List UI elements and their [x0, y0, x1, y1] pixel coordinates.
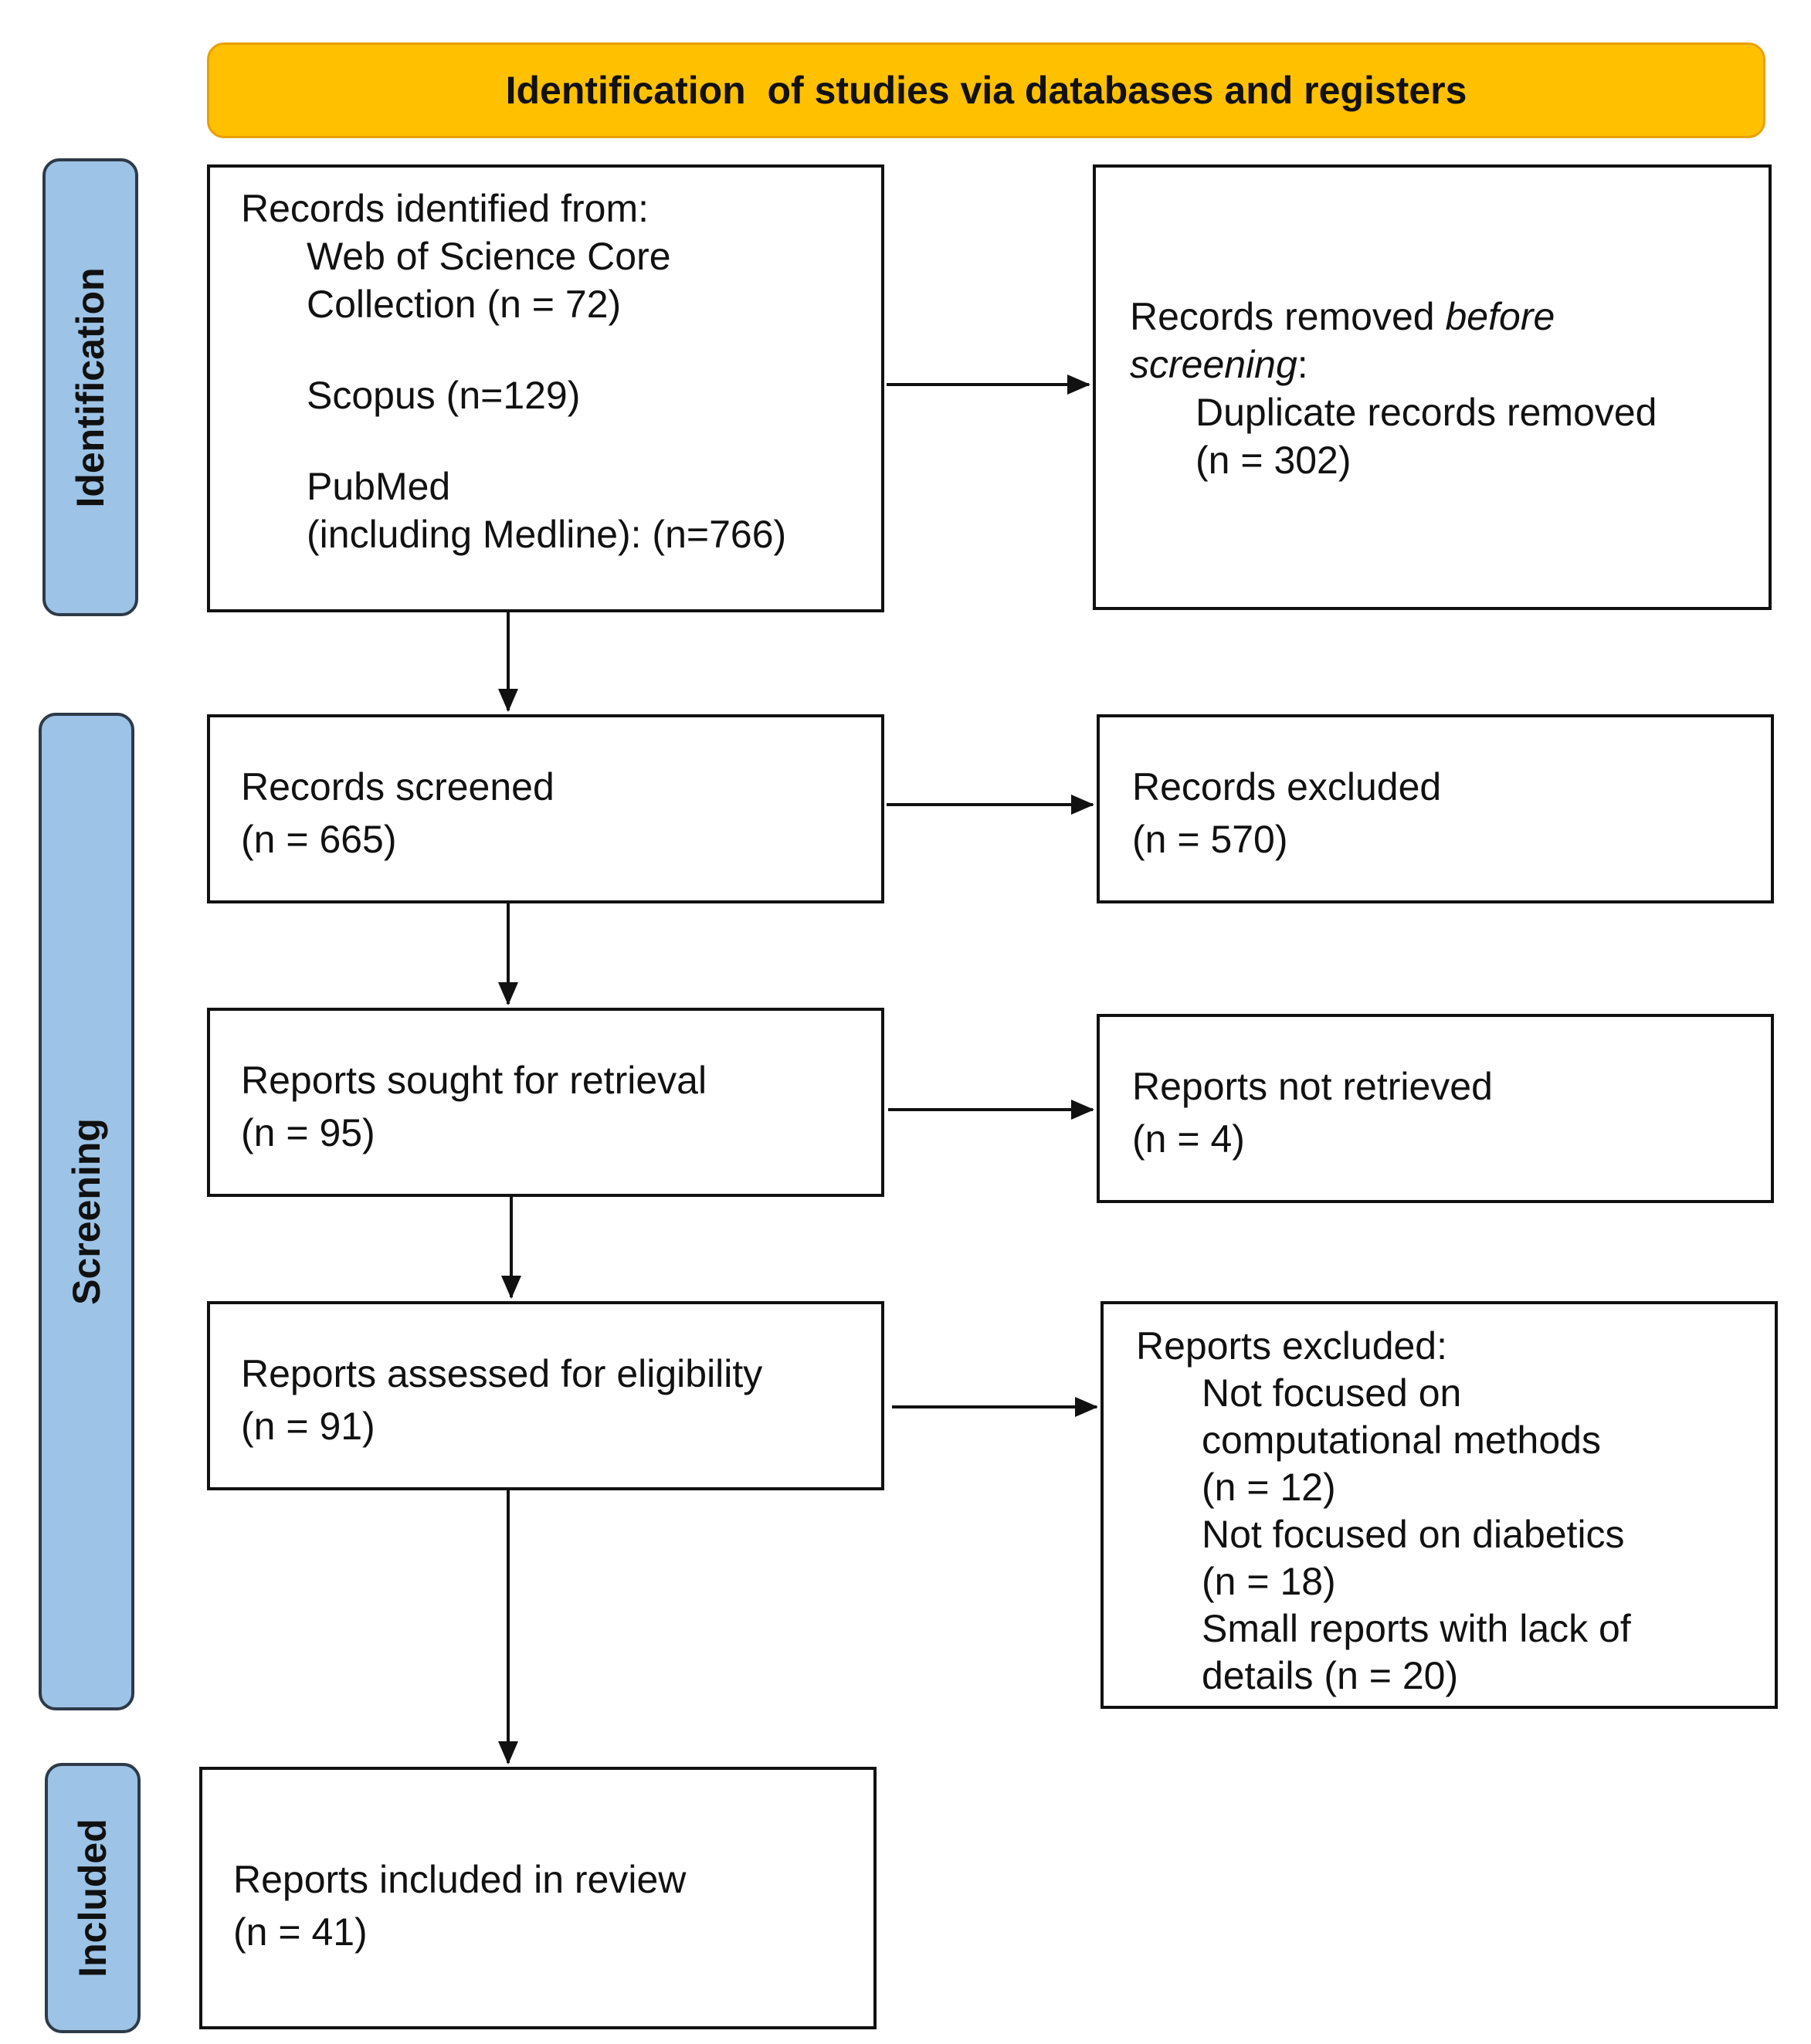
reports-assessed-box: Reports assessed for eligibility (n = 91… [207, 1301, 884, 1490]
records-screened-count: (n = 665) [241, 818, 397, 861]
records-screened-label: Records screened [241, 765, 554, 808]
reports-not-retrieved-label: Reports not retrieved [1132, 1065, 1493, 1108]
reports-included-box: Reports included in review (n = 41) [199, 1767, 877, 2029]
reports-not-retrieved-box: Reports not retrieved (n = 4) [1097, 1014, 1774, 1203]
phase-identification: Identification [42, 158, 138, 616]
reason1-count: (n = 12) [1202, 1466, 1336, 1509]
banner-title: Identification of studies via databases … [505, 69, 1467, 112]
wos-line2: Collection (n = 72) [307, 283, 622, 326]
records-identified-heading: Records identified from: [241, 187, 649, 230]
reports-included-label: Reports included in review [233, 1858, 687, 1901]
phase-included: Included [45, 1763, 141, 2033]
records-removed-box: Records removed before screening: Duplic… [1093, 164, 1772, 610]
reports-sought-count: (n = 95) [241, 1111, 375, 1154]
records-screened-box: Records screened (n = 665) [207, 714, 884, 903]
reports-not-retrieved-count: (n = 4) [1132, 1117, 1245, 1161]
phase-screening-label: Screening [65, 1118, 108, 1305]
arrowhead-right-1 [1067, 375, 1090, 395]
arrowhead-down-4 [498, 1741, 518, 1764]
phase-included-label: Included [71, 1819, 114, 1978]
pubmed-line1: PubMed [307, 465, 451, 508]
records-excluded-box: Records excluded (n = 570) [1097, 714, 1774, 903]
duplicate-line1: Duplicate records removed [1195, 391, 1657, 434]
reports-assessed-label: Reports assessed for eligibility [241, 1352, 763, 1395]
reports-excluded-heading: Reports excluded: [1136, 1324, 1448, 1368]
records-excluded-count: (n = 570) [1132, 818, 1288, 861]
reports-sought-box: Reports sought for retrieval (n = 95) [207, 1008, 884, 1197]
arrowhead-right-3 [1071, 1100, 1094, 1120]
reports-sought-label: Reports sought for retrieval [241, 1059, 707, 1102]
arrowhead-right-4 [1075, 1397, 1098, 1417]
records-identified-box: Records identified from: Web of Science … [207, 164, 884, 612]
duplicate-line2: (n = 302) [1195, 439, 1351, 482]
reason1-line2: computational methods [1202, 1419, 1601, 1462]
arrowhead-down-2 [498, 982, 518, 1005]
reason3-line1: Small reports with lack of [1202, 1607, 1631, 1650]
arrowhead-right-2 [1071, 795, 1094, 815]
reports-excluded-box: Reports excluded: Not focused on computa… [1101, 1301, 1778, 1709]
records-removed-heading-cont: screening: [1130, 343, 1308, 386]
arrowhead-down-3 [501, 1276, 521, 1299]
reason2-count: (n = 18) [1202, 1560, 1336, 1603]
records-removed-heading: Records removed before [1130, 295, 1555, 338]
reports-assessed-count: (n = 91) [241, 1405, 375, 1448]
reason2-line1: Not focused on diabetics [1202, 1513, 1625, 1556]
reason1-line1: Not focused on [1202, 1371, 1462, 1415]
header-banner: Identification of studies via databases … [207, 42, 1765, 138]
reports-included-count: (n = 41) [233, 1910, 368, 1954]
reason3-line2: details (n = 20) [1202, 1654, 1459, 1697]
records-excluded-label: Records excluded [1132, 765, 1442, 808]
arrowhead-down-1 [498, 689, 518, 712]
phase-screening: Screening [39, 713, 134, 1710]
phase-identification-label: Identification [69, 266, 112, 508]
scopus-line: Scopus (n=129) [307, 374, 581, 417]
pubmed-line2: (including Medline): (n=766) [307, 513, 787, 556]
wos-line1: Web of Science Core [307, 235, 671, 278]
